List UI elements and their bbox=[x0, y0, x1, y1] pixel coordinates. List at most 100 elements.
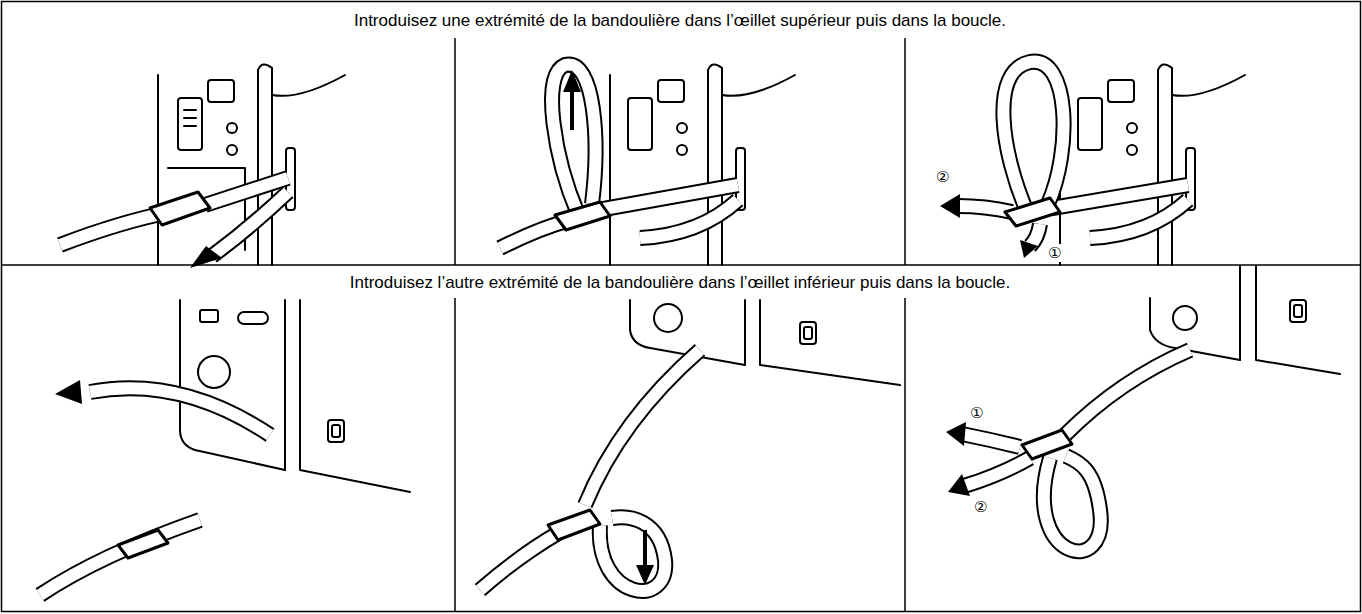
strap bbox=[598, 185, 738, 210]
camera-body bbox=[721, 68, 723, 265]
camera-body bbox=[707, 70, 709, 265]
camera-body bbox=[708, 64, 722, 70]
strap bbox=[500, 220, 570, 248]
strap bbox=[500, 65, 738, 248]
camera-body bbox=[1127, 123, 1137, 133]
strap bbox=[636, 565, 654, 585]
strap bbox=[570, 90, 574, 130]
camera-body bbox=[1108, 80, 1134, 102]
strap bbox=[964, 458, 1030, 486]
camera-body bbox=[272, 75, 345, 96]
camera-body bbox=[158, 64, 345, 265]
camera-body bbox=[722, 75, 795, 96]
camera-body bbox=[284, 300, 286, 470]
camera-body bbox=[208, 80, 234, 102]
camera-body bbox=[257, 70, 259, 265]
strap bbox=[964, 458, 1030, 486]
strap bbox=[643, 530, 647, 568]
camera-body bbox=[198, 356, 230, 388]
strap bbox=[480, 350, 700, 591]
camera-body bbox=[1060, 64, 1245, 265]
strap bbox=[962, 434, 1020, 447]
camera-body bbox=[1290, 300, 1306, 322]
camera-body bbox=[804, 327, 812, 339]
strap bbox=[500, 220, 570, 248]
camera-body bbox=[744, 300, 746, 365]
strap bbox=[600, 517, 665, 591]
strap bbox=[598, 185, 738, 210]
camera-body bbox=[300, 300, 410, 492]
camera-body bbox=[800, 322, 816, 344]
strap bbox=[1044, 456, 1101, 551]
strap bbox=[940, 62, 1188, 258]
strap bbox=[548, 510, 600, 540]
strap bbox=[946, 350, 1190, 551]
panel-frame bbox=[454, 298, 456, 612]
camera-body bbox=[184, 110, 196, 126]
strap bbox=[1065, 350, 1190, 435]
camera-body bbox=[1157, 70, 1159, 265]
strap bbox=[552, 65, 595, 214]
camera-body bbox=[1173, 306, 1197, 330]
camera-body bbox=[200, 310, 218, 322]
strap bbox=[40, 520, 200, 595]
strap bbox=[600, 517, 665, 591]
camera-body bbox=[610, 64, 795, 265]
camera-body bbox=[1127, 145, 1137, 155]
strap bbox=[563, 70, 581, 92]
strap bbox=[1003, 62, 1063, 214]
callout-number: ② bbox=[934, 168, 951, 186]
strap bbox=[946, 422, 966, 446]
strap bbox=[1052, 185, 1188, 208]
camera-body bbox=[271, 68, 273, 265]
strap bbox=[90, 388, 270, 435]
strap bbox=[190, 246, 222, 268]
strap bbox=[1030, 224, 1040, 246]
callout-number: ① bbox=[1046, 244, 1063, 262]
panel-frame bbox=[904, 298, 906, 612]
camera-body bbox=[227, 123, 237, 133]
panel-frame bbox=[904, 38, 906, 265]
strap bbox=[585, 350, 700, 505]
camera-body bbox=[1172, 75, 1245, 96]
camera-body bbox=[157, 75, 159, 265]
strap bbox=[55, 380, 82, 404]
strap bbox=[555, 202, 610, 230]
camera-body bbox=[677, 145, 687, 155]
panel-frame bbox=[2, 264, 1361, 266]
camera-body bbox=[180, 300, 410, 492]
strap bbox=[940, 194, 960, 218]
strap bbox=[1020, 240, 1038, 258]
panel-frame bbox=[454, 38, 456, 265]
strap bbox=[1022, 430, 1072, 459]
strap bbox=[60, 178, 288, 268]
strap bbox=[60, 212, 170, 245]
camera-body bbox=[332, 425, 340, 437]
camera-body bbox=[628, 98, 652, 150]
callout-number: ② bbox=[972, 498, 989, 516]
camera-body bbox=[1078, 98, 1102, 150]
callout-number: ① bbox=[968, 404, 985, 422]
camera-body bbox=[760, 300, 900, 385]
camera-body bbox=[180, 300, 285, 470]
camera-body bbox=[609, 75, 611, 265]
strap bbox=[552, 65, 595, 214]
camera-body bbox=[1256, 266, 1340, 374]
strap bbox=[480, 532, 560, 590]
strap bbox=[480, 532, 560, 590]
strap bbox=[212, 192, 288, 256]
camera-body bbox=[178, 98, 202, 150]
strap bbox=[1005, 198, 1060, 226]
strap bbox=[948, 474, 970, 496]
strap bbox=[150, 192, 210, 225]
strap bbox=[60, 212, 170, 245]
strap bbox=[962, 434, 1020, 447]
camera-body bbox=[1171, 68, 1173, 265]
camera-body bbox=[677, 123, 687, 133]
instruction-heading: Introduisez l’autre extrémité de la band… bbox=[344, 272, 1017, 294]
strap bbox=[1065, 350, 1190, 435]
